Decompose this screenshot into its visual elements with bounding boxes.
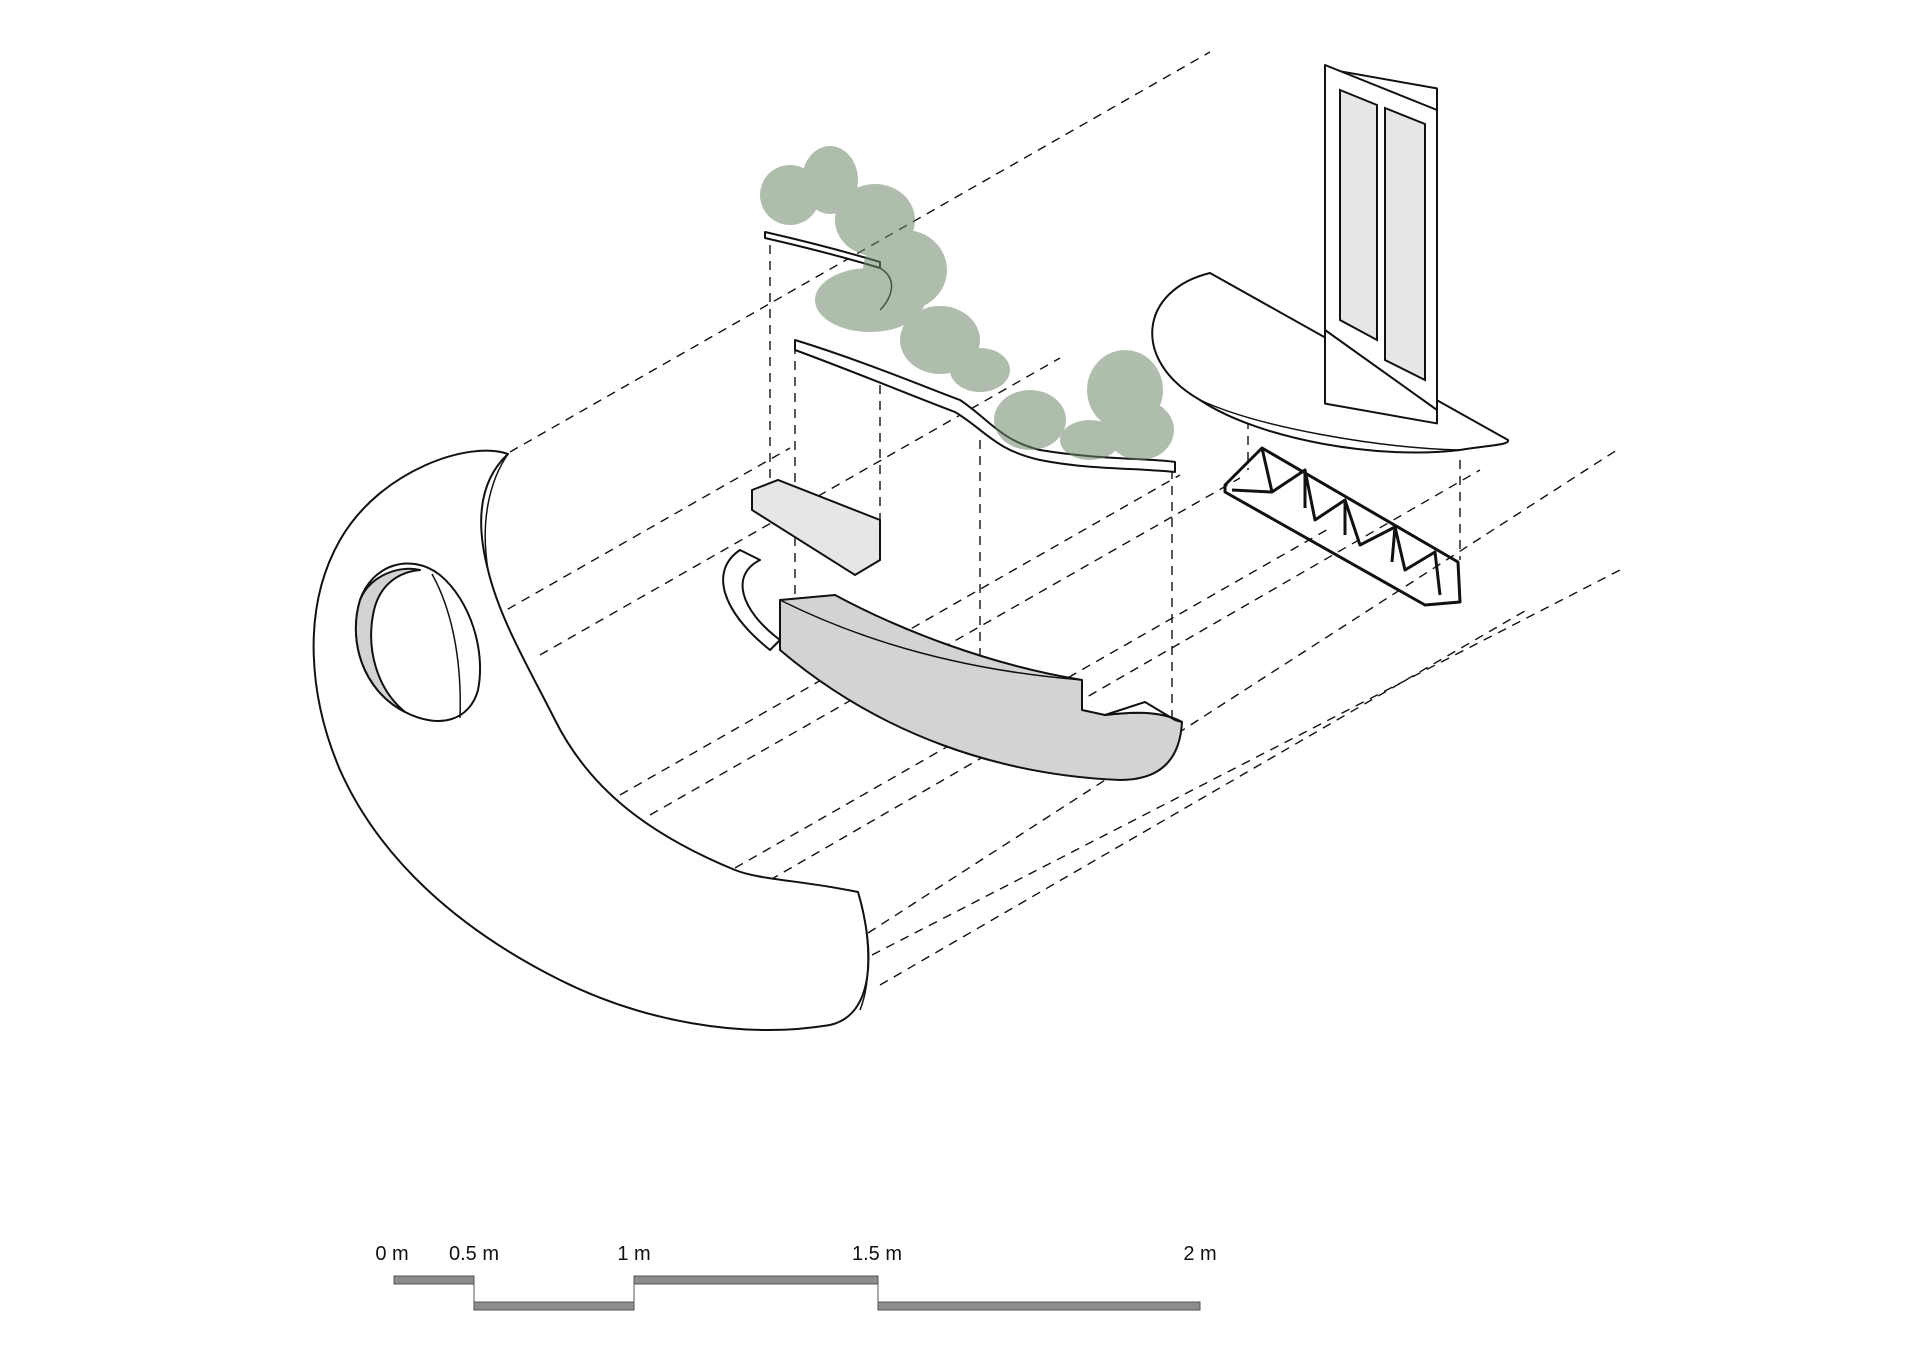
scale-bar-segment: [473, 1301, 635, 1311]
scale-label-1: 1 m: [617, 1243, 651, 1265]
scale-bar-segment: [877, 1301, 1201, 1311]
scale-bar-segment: [633, 1275, 879, 1285]
scale-label-0-5: 0.5 m: [448, 1243, 500, 1265]
planter-top-component: [760, 146, 1176, 473]
scale-label-2: 2 m: [1183, 1243, 1217, 1265]
scale-label-0: 0 m: [375, 1243, 409, 1265]
window-component: [1324, 64, 1438, 425]
scale-bar: [393, 1275, 1201, 1311]
truss-component: [1223, 446, 1462, 607]
planter-box-component: [722, 478, 1183, 781]
shell-component: [312, 449, 870, 1031]
scale-bar-segment: [393, 1275, 475, 1285]
scale-label-1-5: 1.5 m: [851, 1243, 903, 1265]
foliage: [760, 146, 1174, 460]
